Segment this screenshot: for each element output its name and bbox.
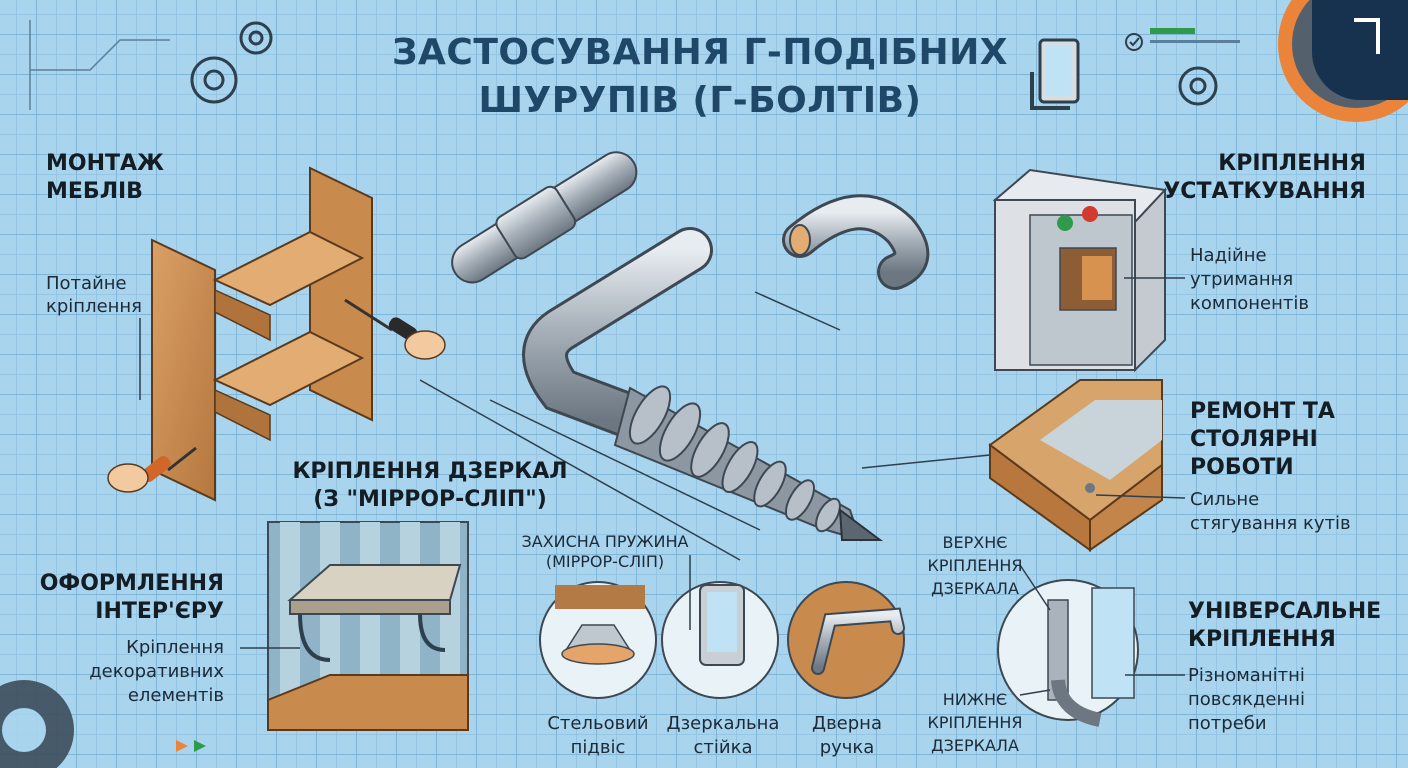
door-caption-1: Дверна (812, 713, 882, 734)
equipment-label-2: утримання (1190, 269, 1294, 290)
lower-mount-label-2: КРІПЛЕННЯ (927, 713, 1023, 732)
page-title-line-2: ШУРУПІВ (Г-БОЛТІВ) (478, 80, 922, 121)
carpentry-label-1: Сильне (1190, 489, 1260, 510)
mirror-bracket-icon (1030, 38, 1080, 110)
l-shaped-screw (522, 227, 883, 542)
door-caption-2: ручка (819, 737, 875, 758)
furniture-label-1: Потайне (46, 273, 127, 294)
universal-label-2: повсякденні (1188, 689, 1306, 710)
equipment-label-1: Надійне (1190, 245, 1267, 266)
screwdriver-icon (107, 446, 197, 493)
spring-label-1: ЗАХИСНА ПРУЖИНА (521, 532, 689, 551)
gear-icon (1178, 66, 1218, 106)
furniture-heading-2: МЕБЛІВ (46, 179, 143, 204)
blueprint-line (29, 20, 170, 110)
lower-mount-label-3: ДЗЕРКАЛА (931, 736, 1019, 755)
furniture-heading-1: МОНТАЖ (46, 151, 164, 176)
example-mirror-mount (997, 579, 1139, 727)
spring-label-2: (МІРРОР-СЛІП) (545, 552, 665, 571)
screwdriver-icon (344, 298, 446, 360)
furniture-label-2: кріплення (46, 296, 143, 317)
interior-decor-panel (267, 521, 469, 731)
interior-heading-2: ІНТЕР'ЄРУ (95, 599, 224, 624)
carpentry-heading-1: РЕМОНТ ТА (1190, 399, 1335, 424)
gear-icon (0, 680, 74, 768)
universal-heading-1: УНІВЕРСАЛЬНЕ (1188, 599, 1382, 624)
example-ceiling-hanger (539, 581, 657, 699)
equipment-heading-2: УСТАТКУВАННЯ (1163, 179, 1366, 204)
universal-heading-2: КРІПЛЕННЯ (1188, 627, 1336, 652)
carpentry-heading-3: РОБОТИ (1190, 455, 1294, 480)
carpentry-heading-2: СТОЛЯРНІ (1190, 427, 1318, 452)
mirrors-heading-1: КРІПЛЕННЯ ДЗЕРКАЛ (292, 459, 568, 484)
leader-line (689, 555, 1185, 696)
j-hook (782, 194, 930, 290)
dimension-lines (419, 291, 841, 561)
lower-mount-label-1: НИЖНЄ (942, 690, 1008, 709)
equipment-box (992, 168, 1168, 373)
universal-label-1: Різноманітні (1188, 665, 1305, 686)
upper-mount-label-3: ДЗЕРКАЛА (931, 579, 1019, 598)
check-icon (1125, 28, 1240, 51)
universal-label-3: потреби (1188, 713, 1267, 734)
upper-mount-label-2: КРІПЛЕННЯ (927, 556, 1023, 575)
wooden-frame (988, 379, 1163, 552)
mirror-stand-caption-1: Дзеркальна (666, 713, 780, 734)
metal-rod (451, 151, 638, 284)
gear-icon (190, 21, 273, 104)
interior-label-2: декоративних (89, 661, 224, 682)
play-arrow-icon (176, 740, 206, 752)
mirrors-heading-2: (З "МІРРОР-СЛІП") (313, 487, 547, 512)
example-door-handle (787, 581, 905, 699)
upper-mount-label-1: ВЕРХНЄ (942, 533, 1008, 552)
interior-label-3: елементів (127, 685, 224, 706)
equipment-label-3: компонентів (1190, 293, 1309, 314)
interior-label-1: Кріплення (126, 637, 224, 658)
logo-mark (1354, 18, 1380, 54)
mirror-stand-caption-2: стійка (693, 737, 753, 758)
equipment-heading-1: КРІПЛЕННЯ (1218, 151, 1366, 176)
ceiling-caption-1: Стельовий (547, 713, 649, 734)
brand-logo (1312, 0, 1408, 100)
furniture-shelf (151, 166, 373, 502)
interior-heading-1: ОФОРМЛЕННЯ (39, 571, 224, 596)
carpentry-label-2: стягування кутів (1190, 513, 1351, 534)
leader-line (861, 454, 1186, 499)
ceiling-caption-2: підвіс (570, 737, 626, 758)
example-mirror-stand (661, 581, 779, 699)
page-title-line-1: ЗАСТОСУВАННЯ Г-ПОДІБНИХ (391, 32, 1009, 73)
